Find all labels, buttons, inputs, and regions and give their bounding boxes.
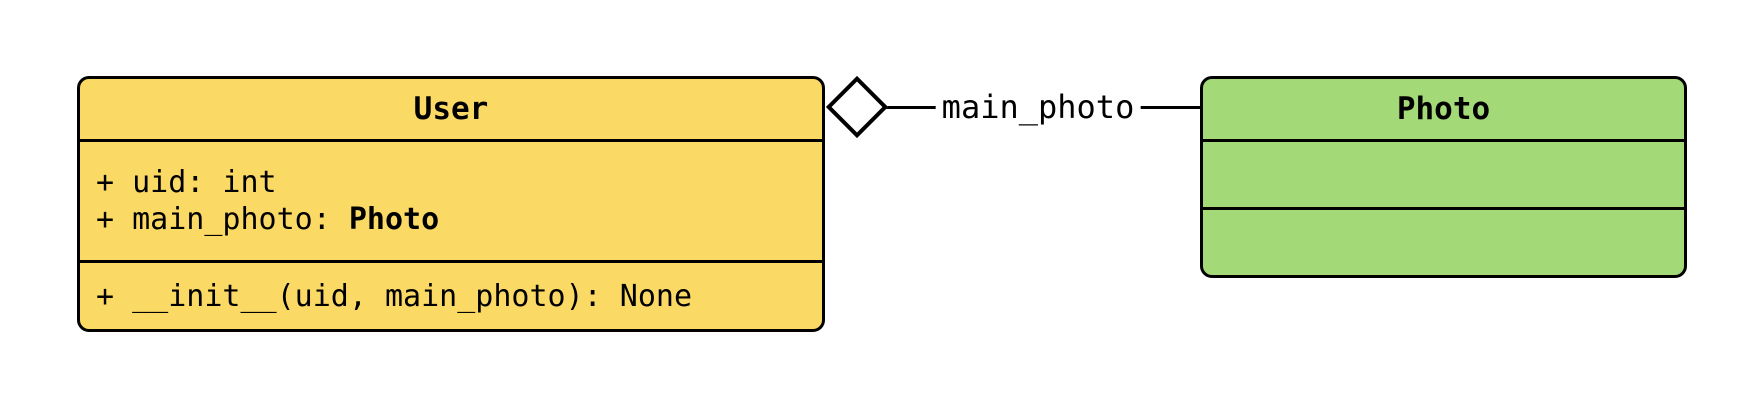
aggregation-diamond-icon [825, 75, 889, 139]
class-methods-user: + __init__(uid, main_photo): None [80, 260, 822, 329]
class-methods-photo [1203, 207, 1684, 275]
class-attributes-photo [1203, 139, 1684, 207]
attribute-main-photo-prefix: + main_photo: [96, 202, 349, 237]
class-box-photo: Photo [1200, 76, 1687, 278]
method-init: + __init__(uid, main_photo): None [96, 278, 693, 314]
class-title-user: User [413, 91, 489, 127]
attribute-main-photo: + main_photo: Photo [96, 201, 806, 238]
class-attributes-user: + uid: int + main_photo: Photo [80, 139, 822, 260]
relation-label: main_photo [935, 88, 1141, 126]
class-box-user: User + uid: int + main_photo: Photo + __… [77, 76, 825, 332]
attribute-uid: + uid: int [96, 165, 277, 200]
attribute-main-photo-type: Photo [348, 202, 440, 237]
class-title-photo: Photo [1396, 91, 1491, 127]
